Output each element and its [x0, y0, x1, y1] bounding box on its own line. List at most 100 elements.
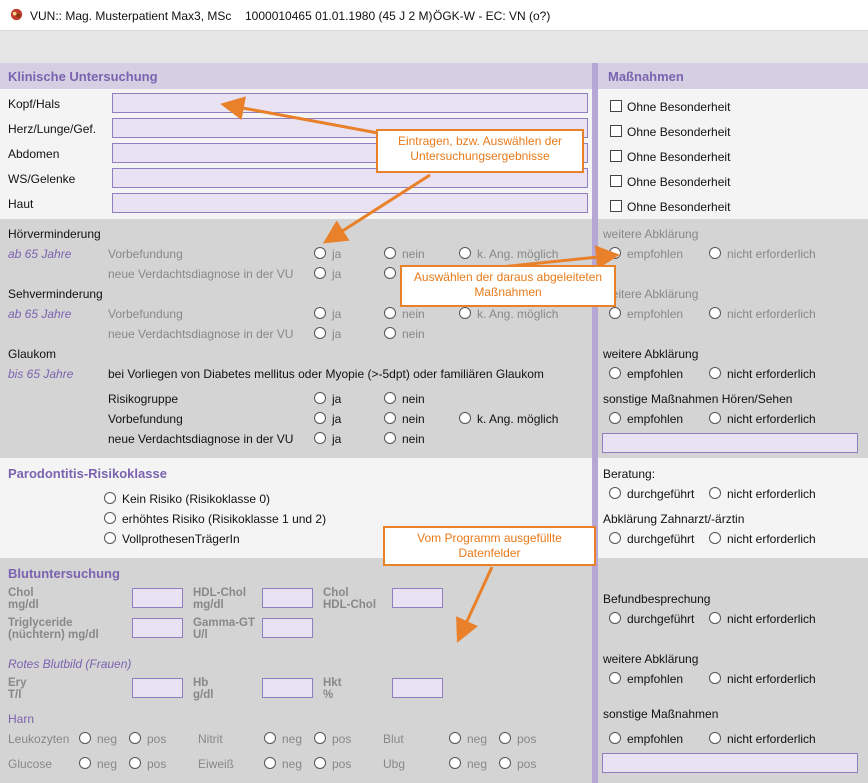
hoer-nicht-radio[interactable]	[709, 247, 721, 259]
glaukom-risiko-ja-radio[interactable]	[314, 392, 326, 404]
ohne-besonderheit-checkbox-2[interactable]	[610, 125, 622, 137]
hoer-vorbefund-nein-radio[interactable]	[384, 247, 396, 259]
paro-kein-risiko-label: Kein Risiko (Risikoklasse 0)	[122, 492, 271, 506]
leuko-pos-radio[interactable]	[129, 732, 141, 744]
zahnarzt-nicht-radio[interactable]	[709, 532, 721, 544]
ubg-neg-radio[interactable]	[449, 757, 461, 769]
eiweiss-neg-label: neg	[282, 757, 303, 771]
glaukom-vorbefund-nein-radio[interactable]	[384, 412, 396, 424]
glaukom-verdacht-label: neue Verdachtsdiagnose in der VU	[108, 432, 294, 446]
chol-quotient-input[interactable]	[392, 588, 443, 608]
hoer-verdacht-ja-radio[interactable]	[314, 267, 326, 279]
seh-vorbefund-kang-radio[interactable]	[459, 307, 471, 319]
glaukom-nicht-label: nicht erforderlich	[727, 367, 816, 381]
hoer-empfohlen-radio[interactable]	[609, 247, 621, 259]
blut-neg-radio[interactable]	[449, 732, 461, 744]
seh-verdacht-ja-radio[interactable]	[314, 327, 326, 339]
ohne-besonderheit-checkbox-1[interactable]	[610, 100, 622, 112]
kopf-hals-input[interactable]	[112, 93, 588, 113]
hkt-input[interactable]	[392, 678, 443, 698]
glaukom-vorbefund-kang-label: k. Ang. möglich	[477, 412, 559, 426]
leuko-pos-label: pos	[147, 732, 167, 746]
blut-title: Blutuntersuchung	[8, 566, 120, 581]
beratung-durchgefuehrt-radio[interactable]	[609, 487, 621, 499]
hdl-label-2: mg/dl	[193, 599, 224, 611]
hb-label-1: Hb	[193, 677, 209, 689]
glaukom-vorbefundung-label: Vorbefundung	[108, 412, 183, 426]
chol-input[interactable]	[132, 588, 183, 608]
seh-nicht-radio[interactable]	[709, 307, 721, 319]
glaukom-desc: bei Vorliegen von Diabetes mellitus oder…	[108, 367, 544, 381]
hoer-vorbefundung-label: Vorbefundung	[108, 247, 183, 261]
glaukom-vorbefund-kang-radio[interactable]	[459, 412, 471, 424]
nitrit-neg-radio[interactable]	[264, 732, 276, 744]
massnahmen-title: Maßnahmen	[608, 69, 684, 84]
hoer-vorbefund-kang-label: k. Ang. möglich	[477, 247, 559, 261]
seh-empfohlen-radio[interactable]	[609, 307, 621, 319]
gamma-gt-input[interactable]	[262, 618, 313, 638]
window-titlebar: VUN:: Mag. Musterpatient Max3, MSc 10000…	[0, 0, 868, 31]
blut-empfohlen-radio[interactable]	[609, 672, 621, 684]
glucose-neg-radio[interactable]	[79, 757, 91, 769]
seh-vorbefund-kang-label: k. Ang. möglich	[477, 307, 559, 321]
eiweiss-pos-radio[interactable]	[314, 757, 326, 769]
sonstige-label: sonstige Maßnahmen	[603, 707, 719, 721]
callout-auswaehlen: Auswählen der daraus abgeleiteten Maßnah…	[400, 265, 616, 307]
ohne-besonderheit-checkbox-3[interactable]	[610, 150, 622, 162]
leuko-neg-radio[interactable]	[79, 732, 91, 744]
massnahmen-panel-1	[598, 63, 868, 219]
patient-id: 1000010465 01.01.1980 (45 J 2 M)	[245, 9, 433, 23]
glaukom-nicht-radio[interactable]	[709, 367, 721, 379]
ery-input[interactable]	[132, 678, 183, 698]
seh-vorbefund-nein-radio[interactable]	[384, 307, 396, 319]
ohne-besonderheit-checkbox-5[interactable]	[610, 200, 622, 212]
seh-vorbefund-ja-radio[interactable]	[314, 307, 326, 319]
ery-label-2: T/l	[8, 689, 22, 701]
blut-pos-radio[interactable]	[499, 732, 511, 744]
hdl-input[interactable]	[262, 588, 313, 608]
zahnarzt-durchgefuehrt-radio[interactable]	[609, 532, 621, 544]
befund-nicht-radio[interactable]	[709, 612, 721, 624]
triglyceride-input[interactable]	[132, 618, 183, 638]
ubg-pos-radio[interactable]	[499, 757, 511, 769]
glaukom-verdacht-ja-radio[interactable]	[314, 432, 326, 444]
nitrit-pos-radio[interactable]	[314, 732, 326, 744]
hoer-weitere-label: weitere Abklärung	[603, 227, 699, 241]
hoer-vorbefund-ja-radio[interactable]	[314, 247, 326, 259]
sonstige-hs-nicht-radio[interactable]	[709, 412, 721, 424]
hb-input[interactable]	[262, 678, 313, 698]
haut-input[interactable]	[112, 193, 588, 213]
glaukom-empfohlen-radio[interactable]	[609, 367, 621, 379]
paro-kein-risiko-radio[interactable]	[104, 492, 116, 504]
sonstige-nicht-label: nicht erforderlich	[727, 732, 816, 746]
hoer-verdacht-nein-radio[interactable]	[384, 267, 396, 279]
sonstige-nicht-radio[interactable]	[709, 732, 721, 744]
ohne-besonderheit-checkbox-4[interactable]	[610, 175, 622, 187]
glucose-pos-radio[interactable]	[129, 757, 141, 769]
ohne-besonderheit-label-3: Ohne Besonderheit	[627, 150, 731, 164]
paro-vollprothese-radio[interactable]	[104, 532, 116, 544]
befund-durchgefuehrt-radio[interactable]	[609, 612, 621, 624]
blut-nicht-radio[interactable]	[709, 672, 721, 684]
massnahmen-header	[598, 63, 868, 89]
ubg-pos-label: pos	[517, 757, 537, 771]
glaukom-verdacht-nein-radio[interactable]	[384, 432, 396, 444]
field-label-haut: Haut	[8, 197, 34, 211]
sonstige-hs-input[interactable]	[602, 433, 858, 453]
beratung-nicht-radio[interactable]	[709, 487, 721, 499]
befund-nicht-label: nicht erforderlich	[727, 612, 816, 626]
sonstige-input[interactable]	[602, 753, 858, 773]
hoer-age: ab 65 Jahre	[8, 247, 72, 261]
glaukom-risiko-nein-radio[interactable]	[384, 392, 396, 404]
hoer-vorbefund-kang-radio[interactable]	[459, 247, 471, 259]
ery-label-1: Ery	[8, 677, 27, 689]
beratung-label: Beratung:	[603, 467, 656, 481]
sonstige-hs-empfohlen-radio[interactable]	[609, 412, 621, 424]
paro-erhoeht-radio[interactable]	[104, 512, 116, 524]
eiweiss-neg-radio[interactable]	[264, 757, 276, 769]
paro-erhoeht-label: erhöhtes Risiko (Risikoklasse 1 und 2)	[122, 512, 327, 526]
glaukom-risiko-ja-label: ja	[332, 392, 342, 406]
seh-verdacht-nein-radio[interactable]	[384, 327, 396, 339]
sonstige-empfohlen-radio[interactable]	[609, 732, 621, 744]
glaukom-vorbefund-ja-radio[interactable]	[314, 412, 326, 424]
